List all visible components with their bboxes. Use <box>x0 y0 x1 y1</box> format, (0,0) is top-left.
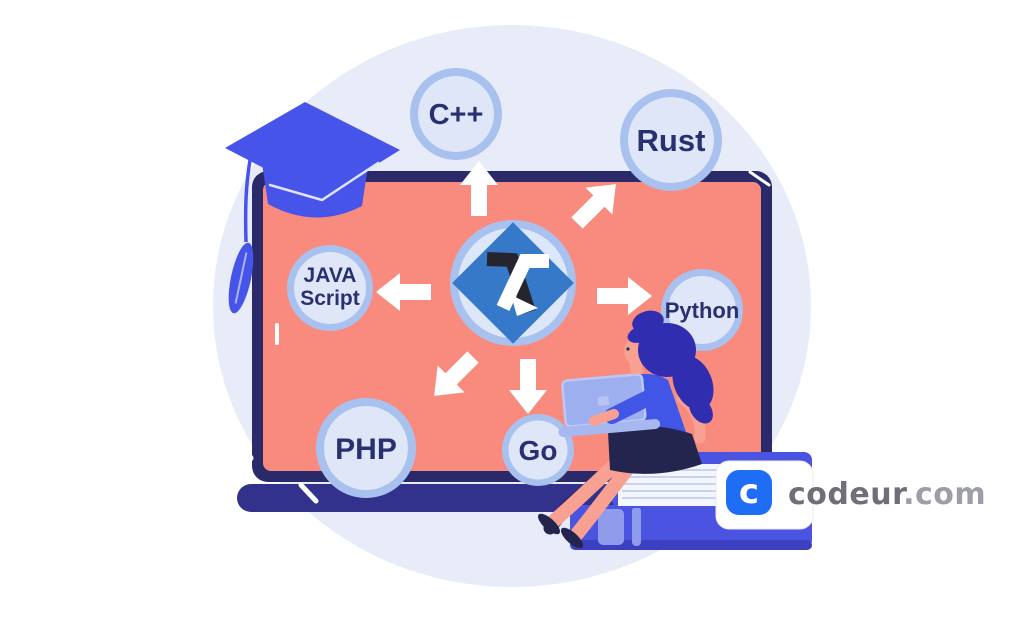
bubble-php-label: PHP <box>335 433 397 466</box>
leg-front <box>547 455 625 528</box>
bubble-fill <box>294 252 366 324</box>
wordmark-tld: .com <box>903 477 986 512</box>
leg-back <box>570 461 635 541</box>
frame-corner-highlight <box>748 170 771 187</box>
hair <box>627 310 714 424</box>
center-logo <box>450 220 576 346</box>
graduation-cap-icon <box>225 102 400 314</box>
tassel-cord <box>243 159 252 243</box>
bubble-fill <box>508 420 568 480</box>
codeur-logo-letter: c <box>739 472 759 512</box>
codeur-brand: c codeur.com <box>715 460 986 530</box>
bubble-javascript: JAVA Script <box>287 245 373 331</box>
bubble-javascript-label-line2: Script <box>300 287 360 310</box>
bubble-cpp-label: C++ <box>429 99 484 131</box>
cap-highlight <box>268 161 380 202</box>
forearm-hand <box>589 409 619 426</box>
codeur-wordmark: codeur.com <box>788 477 986 512</box>
bubble-go: Go <box>502 414 574 486</box>
book-spine-label <box>598 509 624 545</box>
bubble-rust: Rust <box>620 89 722 191</box>
bubble-fill <box>418 76 494 152</box>
bubble-rust-label: Rust <box>637 123 706 158</box>
glyph-light-stroke <box>496 254 549 311</box>
cap-board <box>225 102 400 198</box>
bubble-fill <box>628 97 714 183</box>
tassel-leaf <box>228 242 254 314</box>
skirt <box>608 426 702 474</box>
bubble-fill <box>324 406 408 490</box>
bubble-cpp: C++ <box>410 68 502 160</box>
bubble-php: PHP <box>316 398 416 498</box>
glyph-dark-stroke <box>486 252 536 315</box>
bubble-javascript-label-line1: JAVA <box>304 264 357 287</box>
bubble-fill <box>668 276 736 344</box>
shoe <box>560 527 584 549</box>
developer-woman <box>537 310 714 549</box>
wordmark-name: codeur <box>788 477 907 512</box>
codeur-logo-icon <box>726 470 772 515</box>
shoe <box>537 513 561 535</box>
bubble-go-label: Go <box>519 435 558 466</box>
bottom-book-edge <box>570 540 812 550</box>
eye <box>626 347 630 351</box>
book-spine-stripe <box>632 507 641 546</box>
bubble-python-label: Python <box>665 298 740 323</box>
speed-line-diagonal <box>298 482 319 504</box>
glyph-light-foot <box>511 295 538 316</box>
